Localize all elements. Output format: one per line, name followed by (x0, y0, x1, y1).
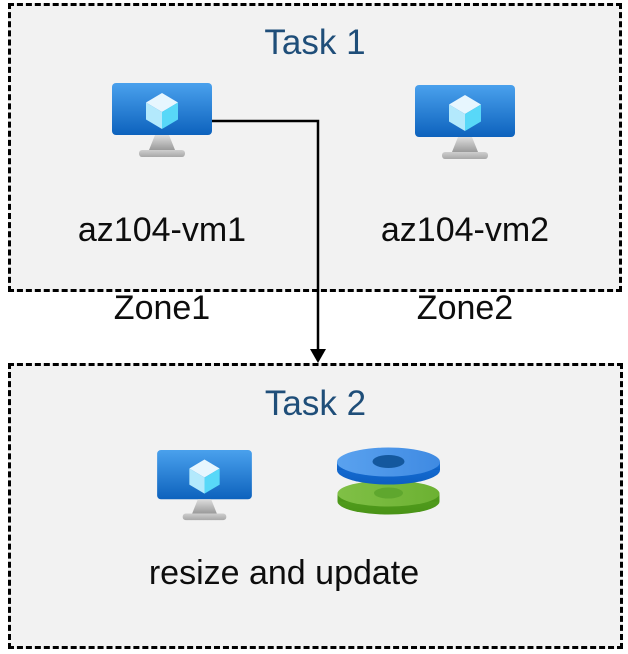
azure-disks-icon (337, 447, 440, 515)
vm1-name: az104-vm1 (77, 211, 247, 249)
vm2-label: az104-vm2 Zone2 (345, 172, 585, 367)
vm2-azure-vm-icon (415, 85, 515, 159)
task2-caption: resize and update (148, 554, 420, 592)
task2-title: Task 2 (264, 384, 367, 423)
task1-panel: Task 1 az104-vm1 Zone1 az104-vm2 Zone2 (8, 3, 622, 327)
vm2-zone: Zone2 (416, 289, 514, 327)
vm2-name: az104-vm2 (380, 211, 550, 249)
connector-arrowhead-icon (310, 349, 326, 363)
vm1-azure-vm-icon (112, 83, 212, 157)
task2-panel: Task 2 resize and update (8, 363, 623, 649)
vm1-zone: Zone1 (113, 289, 211, 327)
task1-title: Task 1 (264, 23, 366, 62)
vm1-label: az104-vm1 Zone1 (42, 172, 282, 367)
task2-azure-vm-icon (157, 450, 252, 521)
